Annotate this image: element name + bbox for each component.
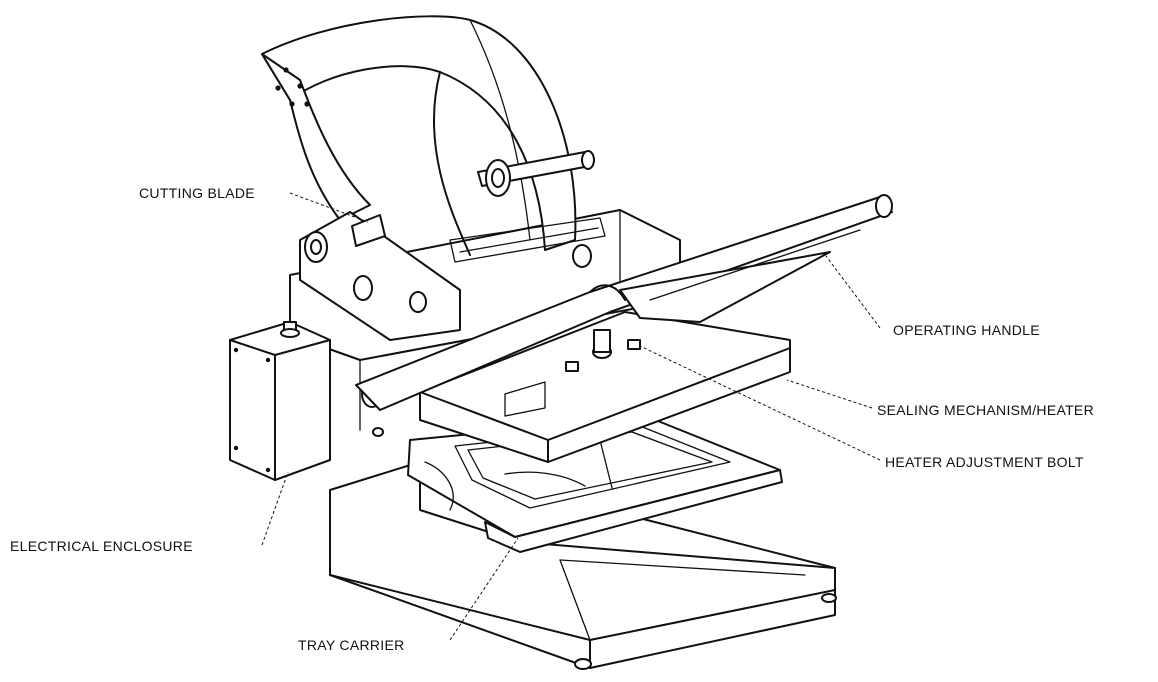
leader-heater-adjustment-bolt <box>639 345 881 461</box>
leader-operating-handle <box>825 255 881 329</box>
machine-base <box>329 461 837 670</box>
leader-tray-carrier <box>449 537 519 641</box>
label-tray-carrier: TRAY CARRIER <box>298 637 405 653</box>
leader-cutting-blade <box>289 192 369 223</box>
operating-handle <box>355 194 893 411</box>
label-electrical-enclosure: ELECTRICAL ENCLOSURE <box>10 538 193 554</box>
cutting-blade-arm <box>261 15 577 256</box>
label-sealing-mechanism: SEALING MECHANISM/HEATER <box>877 402 1094 418</box>
leader-electrical-enclosure <box>261 471 289 546</box>
pivot-shaft <box>477 150 595 197</box>
sealing-heater <box>419 311 791 463</box>
leader-lines <box>261 192 881 641</box>
side-arm <box>299 211 606 408</box>
label-cutting-blade: CUTTING BLADE <box>139 185 255 201</box>
electrical-enclosure <box>229 321 384 481</box>
label-heater-adjustment-bolt: HEATER ADJUSTMENT BOLT <box>885 454 1084 470</box>
label-operating-handle: OPERATING HANDLE <box>893 322 1040 338</box>
leader-sealing-mechanism <box>786 379 873 409</box>
